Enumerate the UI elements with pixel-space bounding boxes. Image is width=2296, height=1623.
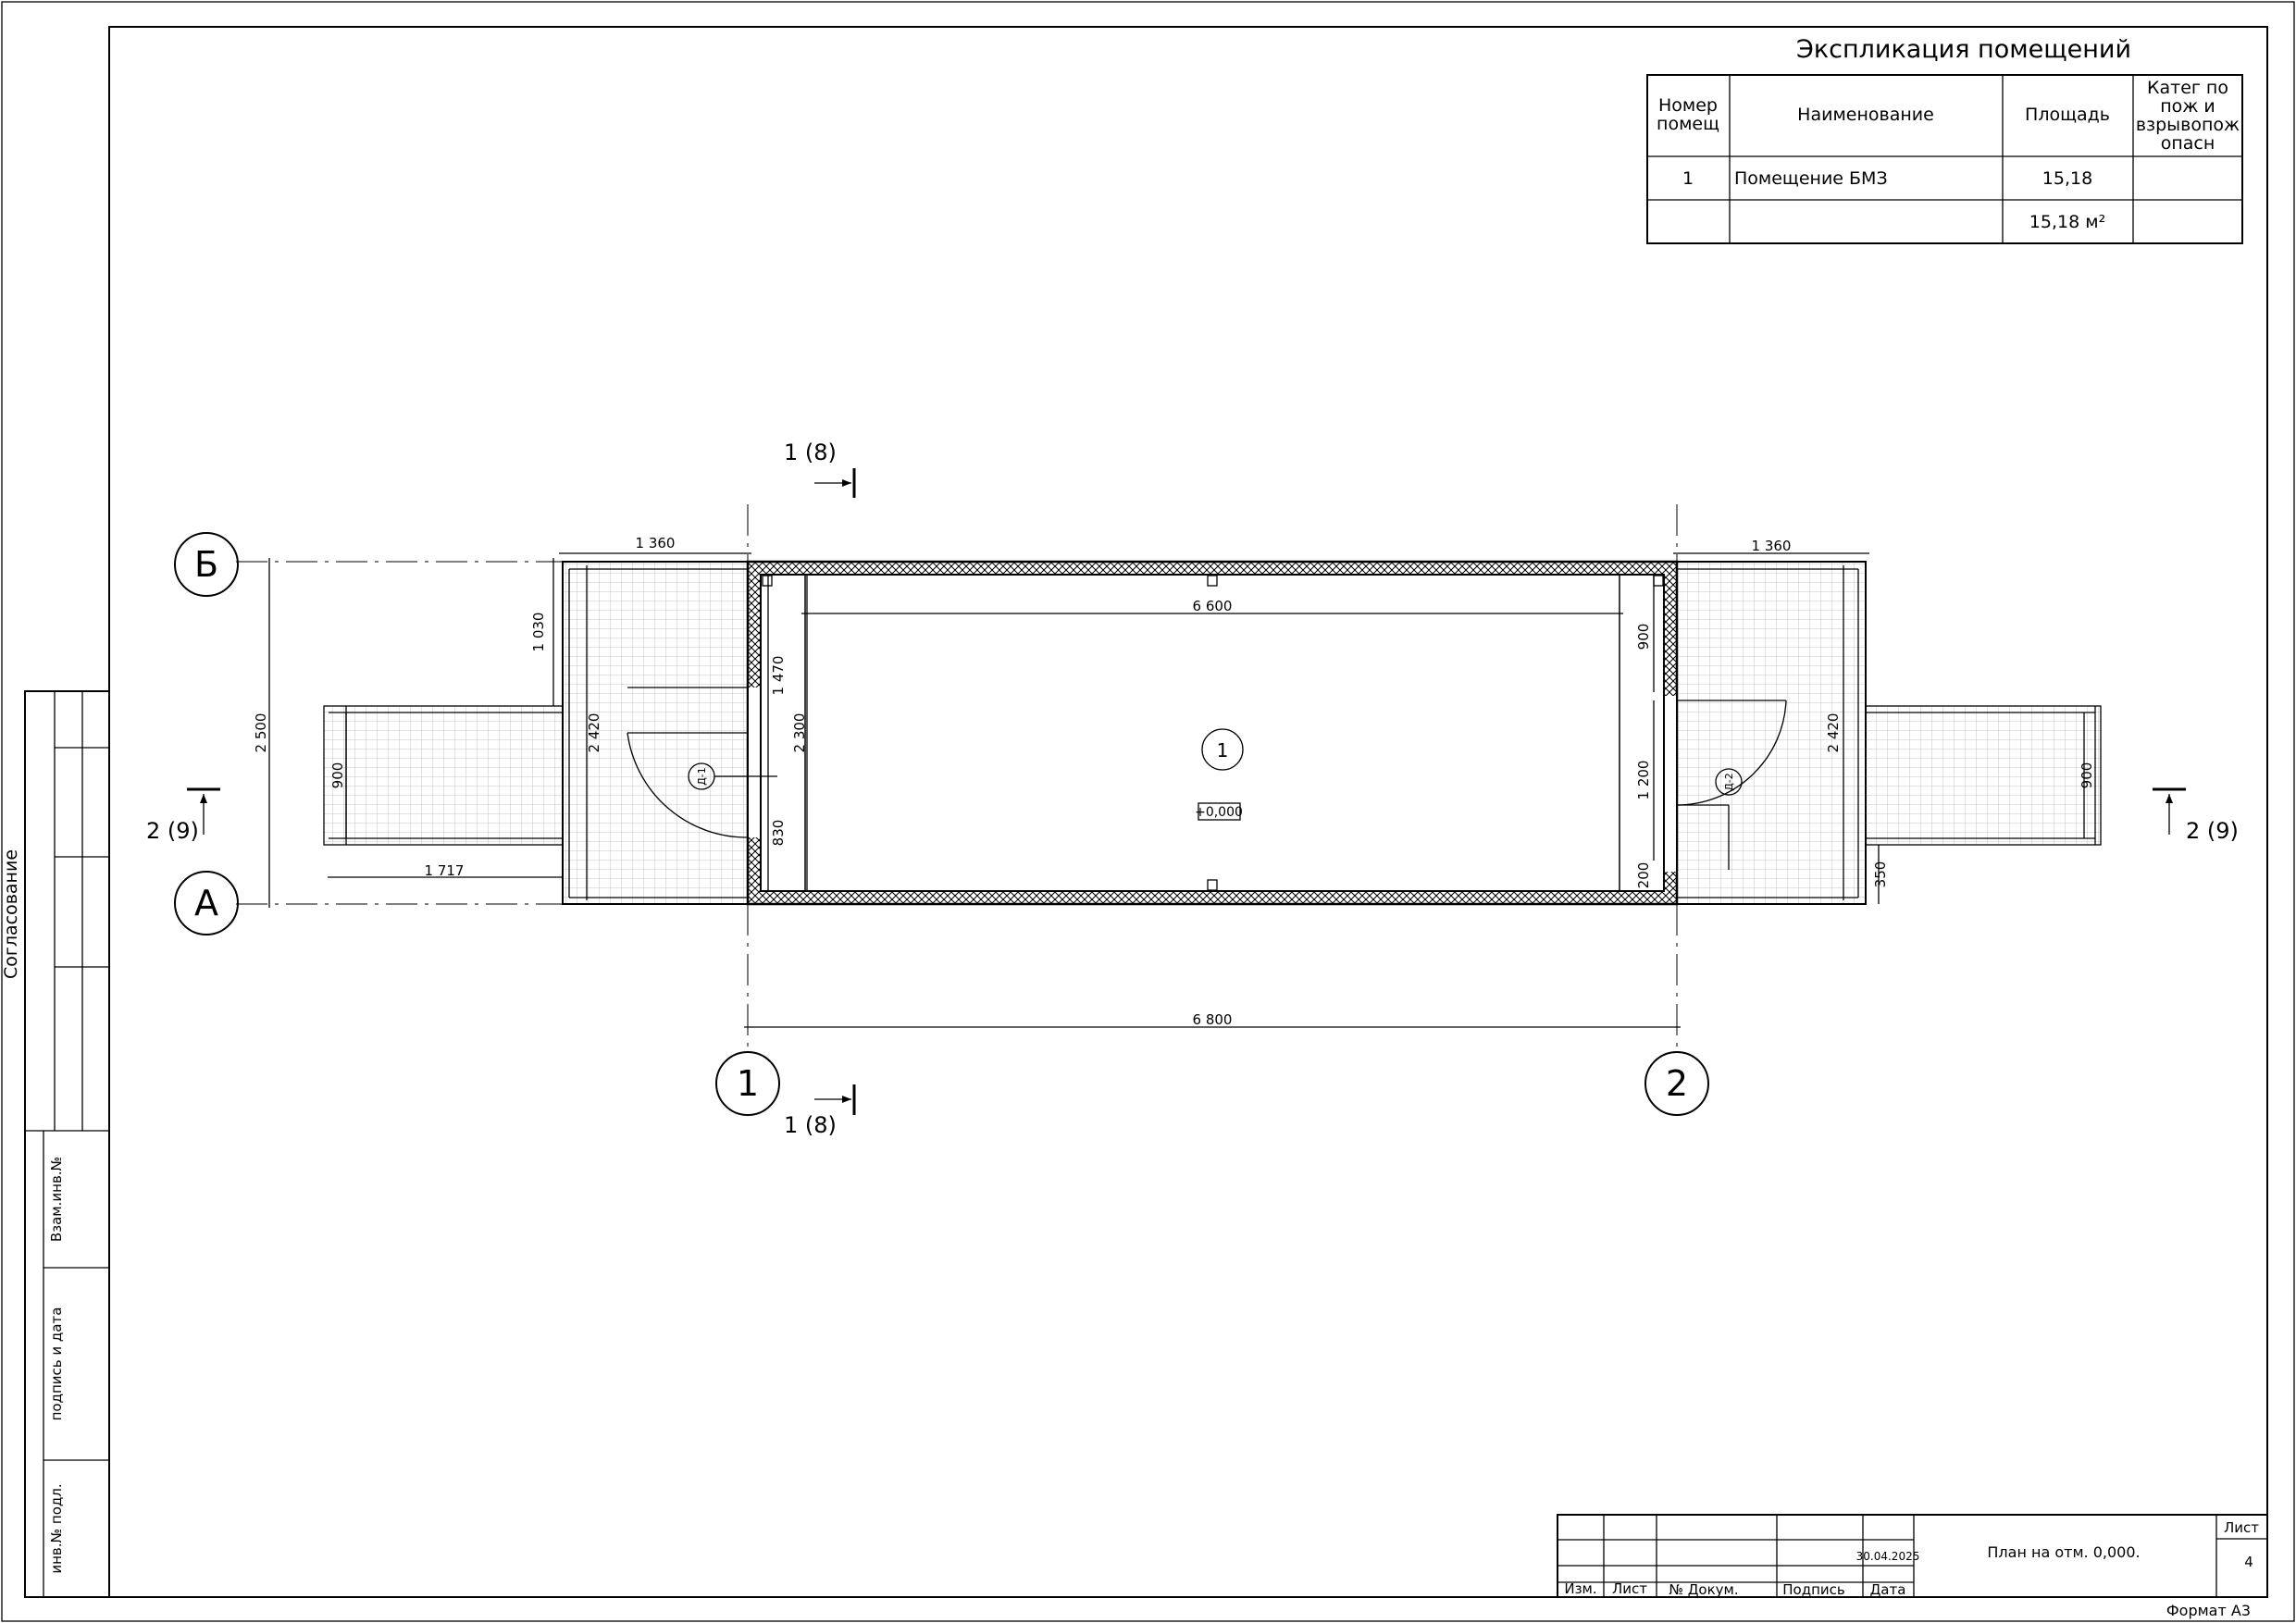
row1-name: Помещение БМЗ <box>1734 168 1888 189</box>
dim-2500: 2 500 <box>253 713 269 753</box>
title-block: Изм. Лист № Докум. Подпись Дата 30.04.20… <box>1557 1514 2268 1598</box>
col-doc: № Докум. <box>1669 1581 1738 1598</box>
dim-900-inner: 900 <box>1635 624 1652 650</box>
explication-table: Экспликация помещений Номер помещ Наимен… <box>1646 35 2243 244</box>
side-stamp: Согласование Взам.инв.№ подпись и дата и… <box>1 690 110 1598</box>
header-category-line2: пож и <box>2160 96 2215 117</box>
row1-number: 1 <box>1682 168 1694 189</box>
dim-6800: 6 800 <box>1193 1011 1233 1028</box>
axis-a: А <box>194 883 218 923</box>
dim-2300: 2 300 <box>791 713 808 753</box>
header-number-line1: Номер <box>1658 95 1718 116</box>
door-d1-tag: Д-1 <box>696 767 708 786</box>
header-name: Наименование <box>1797 105 1934 125</box>
section-2-right: 2 (9) <box>2186 818 2239 844</box>
dim-2420-right: 2 420 <box>1825 713 1842 753</box>
header-category-line4: опасн <box>2161 133 2215 154</box>
axis-2: 2 <box>1666 1063 1688 1104</box>
room-number-circle <box>1201 728 1244 771</box>
dim-2420-left: 2 420 <box>586 713 602 753</box>
sheet-label: Лист <box>2224 1519 2259 1536</box>
dim-200: 200 <box>1635 862 1652 889</box>
axis-bubbles: Б А 1 2 <box>174 532 1709 1116</box>
dim-1470: 1 470 <box>770 656 787 696</box>
header-area: Площадь <box>2025 105 2110 125</box>
section-2-left: 2 (9) <box>146 818 199 844</box>
date-value: 30.04.2025 <box>1856 1550 1920 1563</box>
explication-title: Экспликация помещений <box>1796 35 2131 64</box>
sheet-title: План на отм. 0,000. <box>1987 1543 2140 1561</box>
dim-1360-left: 1 360 <box>636 535 676 551</box>
col-izm: Изм. <box>1564 1580 1596 1597</box>
room-number: 1 <box>1217 739 1229 762</box>
level-mark: +0,000 <box>1195 805 1243 820</box>
dim-1200: 1 200 <box>1635 761 1652 800</box>
col-sign: Подпись <box>1782 1581 1844 1598</box>
dim-1030: 1 030 <box>530 613 547 652</box>
inv-replaced-label: Взам.инв.№ <box>48 1157 65 1242</box>
dim-1360-right: 1 360 <box>1752 538 1792 554</box>
dim-830: 830 <box>770 820 787 847</box>
dim-6600: 6 600 <box>1193 598 1233 614</box>
col-date: Дата <box>1870 1581 1906 1598</box>
right-porch <box>1676 561 2102 905</box>
dim-350: 350 <box>1872 861 1889 888</box>
sheet-number: 4 <box>2244 1554 2253 1570</box>
door-d1: Д-1 <box>627 687 777 838</box>
dim-1717: 1 717 <box>425 862 465 879</box>
dim-900-right: 900 <box>2079 762 2095 789</box>
row1-area: 15,18 <box>2042 168 2092 189</box>
section-1-bottom: 1 (8) <box>784 1112 837 1138</box>
section-marks: 1 (8) 1 (8) 2 (9) 2 (9) <box>146 440 2239 1138</box>
axis-1: 1 <box>737 1063 759 1104</box>
door-d2-tag: Д-2 <box>1723 773 1735 791</box>
door-d2: Д-2 <box>1665 696 1787 872</box>
level-mark-box <box>1198 802 1241 821</box>
format-label: Формат А3 <box>2166 1602 2251 1619</box>
total-area: 15,18 м² <box>2029 212 2105 232</box>
dimension-lines: 1 360 1 360 6 600 6 800 2 500 1 030 2 42… <box>253 535 2096 1028</box>
col-list: Лист <box>1612 1580 1647 1597</box>
dim-900-left: 900 <box>329 762 346 789</box>
inv-original-label: инв.№ подл. <box>48 1483 65 1573</box>
header-category-line1: Катег по <box>2147 78 2228 98</box>
building-walls <box>746 560 1679 906</box>
sign-date-label: подпись и дата <box>48 1307 65 1421</box>
agreement-label: Согласование <box>1 849 21 979</box>
axis-b: Б <box>194 544 218 585</box>
section-1-top: 1 (8) <box>784 440 837 465</box>
header-number-line2: помещ <box>1657 114 1719 134</box>
header-category-line3: взрывопож <box>2136 115 2240 135</box>
